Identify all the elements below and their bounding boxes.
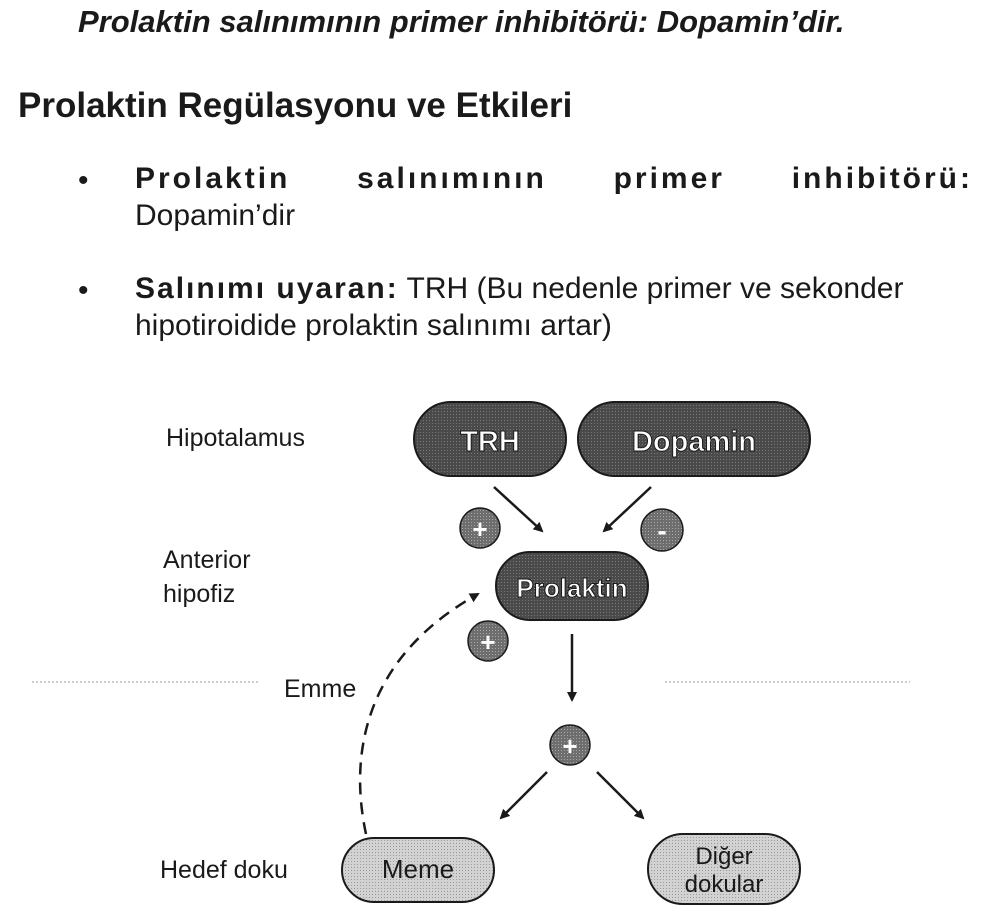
bullet-2-bold: Salınımı uyaran: xyxy=(135,272,399,305)
prolactin-plus-text: + xyxy=(562,731,577,761)
other-tissues-label-2: dokular xyxy=(685,871,764,898)
suckling-plus-text: + xyxy=(480,627,495,657)
bullet-1-text: Dopamin’dir xyxy=(135,199,296,232)
dopamine-node: Dopamin xyxy=(577,401,811,477)
label-hypothalamus: Hipotalamus xyxy=(166,424,305,452)
prolactin-label: Prolaktin xyxy=(516,573,627,603)
arrow-to-breast xyxy=(499,771,548,820)
bullet-item-2: Salınımı uyaran: TRH (Bu nedenle primer … xyxy=(135,270,973,344)
dopamine-minus-sign: - xyxy=(640,508,684,552)
trh-label: TRH xyxy=(460,426,520,458)
other-tissues-node: Diğer dokular xyxy=(647,833,801,905)
bullet-2-text: TRH (Bu nedenle primer ve sekonder hipot… xyxy=(135,272,904,342)
label-anterior: Anterior xyxy=(163,546,251,574)
breast-node: Meme xyxy=(341,837,495,903)
bullet-item-1: Prolaktin salınımının primer inhibitörü:… xyxy=(135,160,973,234)
label-emme: Emme xyxy=(284,675,357,703)
breast-label: Meme xyxy=(382,854,454,884)
dopamine-minus-text: - xyxy=(657,515,666,546)
arrow-dopamine-to-prolactin xyxy=(602,486,652,533)
arrow-to-other-tissues xyxy=(596,771,645,820)
label-target-tissue: Hedef doku xyxy=(160,856,288,884)
section-title: Prolaktin Regülasyonu ve Etkileri xyxy=(18,86,573,125)
top-title: Prolaktin salınımının primer inhibitörü:… xyxy=(78,4,845,39)
label-hipofiz: hipofiz xyxy=(163,580,236,608)
bullet-marker-1: • xyxy=(78,164,89,197)
arrow-trh-to-prolactin xyxy=(493,486,544,533)
prolactin-plus-sign: + xyxy=(549,724,591,766)
trh-node: TRH xyxy=(413,401,567,477)
other-tissues-label-1: Diğer xyxy=(695,843,752,870)
dopamine-label: Dopamin xyxy=(632,426,756,458)
bullet-1-bold: Prolaktin salınımının primer inhibitörü: xyxy=(135,162,973,195)
bullet-marker-2: • xyxy=(78,274,89,307)
trh-plus-sign: + xyxy=(459,507,501,549)
suckling-feedback-arrow xyxy=(358,592,480,835)
prolactin-node: Prolaktin xyxy=(495,551,649,621)
suckling-plus-sign: + xyxy=(467,620,509,662)
trh-plus-text: + xyxy=(472,514,487,544)
